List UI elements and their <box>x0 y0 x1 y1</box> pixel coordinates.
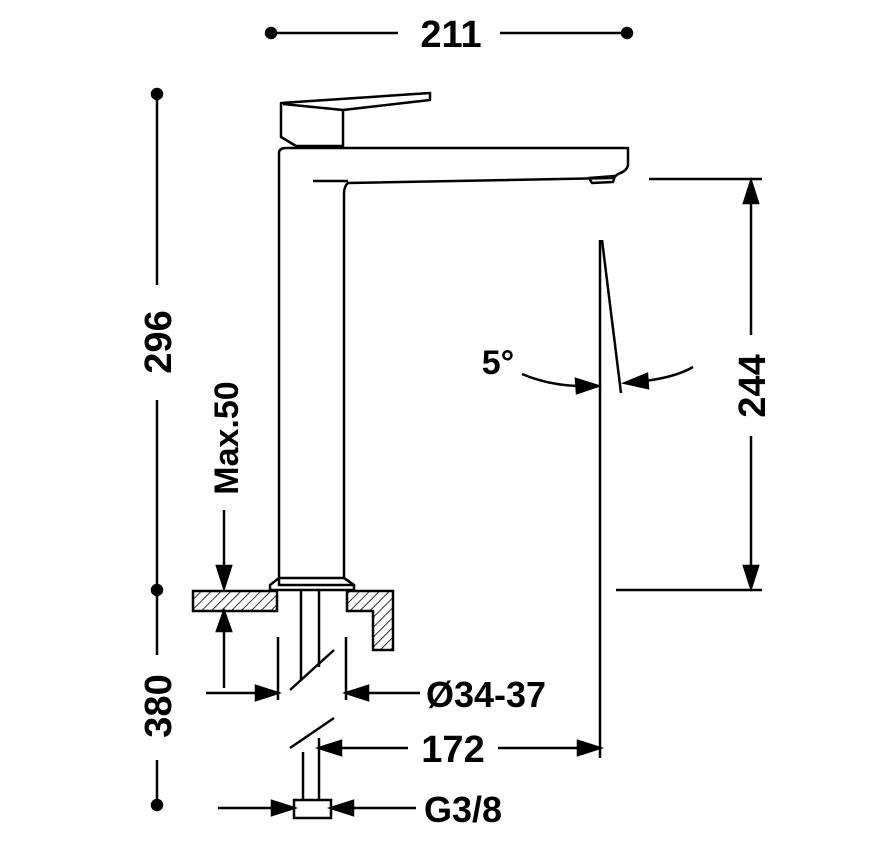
height-dimension <box>150 87 164 597</box>
arrow-head <box>742 564 760 593</box>
below-counter-dimension <box>150 590 164 812</box>
arrow-head <box>254 684 283 702</box>
column-and-spout <box>277 146 630 587</box>
angle-arc <box>644 365 694 383</box>
width-dimension <box>264 26 634 40</box>
faucet-body <box>268 91 630 592</box>
countertop <box>191 589 395 652</box>
stream-reference <box>521 239 694 758</box>
connector-nut <box>292 798 333 820</box>
width-label: 211 <box>420 14 481 56</box>
reach-dimension <box>314 739 605 757</box>
max-thickness-dimension <box>215 510 233 688</box>
arrow-head <box>576 739 605 757</box>
height-label: 296 <box>138 310 180 373</box>
break-line <box>289 716 335 750</box>
stream-angled-line <box>600 239 623 394</box>
aerator <box>587 174 617 185</box>
dim-endpoint <box>150 798 164 812</box>
spout-height-dimension <box>616 176 762 593</box>
break-line <box>289 649 335 691</box>
angle-arc <box>521 372 579 388</box>
arrow-head <box>326 799 355 817</box>
base-ring <box>268 576 356 592</box>
arrow-head <box>574 377 603 395</box>
dim-endpoint <box>620 26 634 40</box>
arrow-head <box>341 684 370 702</box>
arrow-head <box>314 739 343 757</box>
lever-edge <box>282 102 344 112</box>
arrow-head <box>620 372 650 390</box>
arrow-head <box>215 607 233 633</box>
arrow-head <box>270 799 299 817</box>
hole-diameter-dimension <box>206 684 420 702</box>
supply-pipes <box>276 590 348 820</box>
hole-diameter-label: Ø34-37 <box>426 674 546 715</box>
arrow-head <box>742 176 760 205</box>
connection-dimension <box>218 799 416 817</box>
below-counter-label: 380 <box>138 674 180 737</box>
arrow-head <box>215 564 233 593</box>
angle-label: 5° <box>482 344 515 382</box>
reach-label: 172 <box>421 729 484 771</box>
lever-handle <box>279 91 432 148</box>
spout-height-label: 244 <box>732 354 774 417</box>
max-thickness-label: Max.50 <box>208 381 246 494</box>
connection-label: G3/8 <box>424 789 502 830</box>
